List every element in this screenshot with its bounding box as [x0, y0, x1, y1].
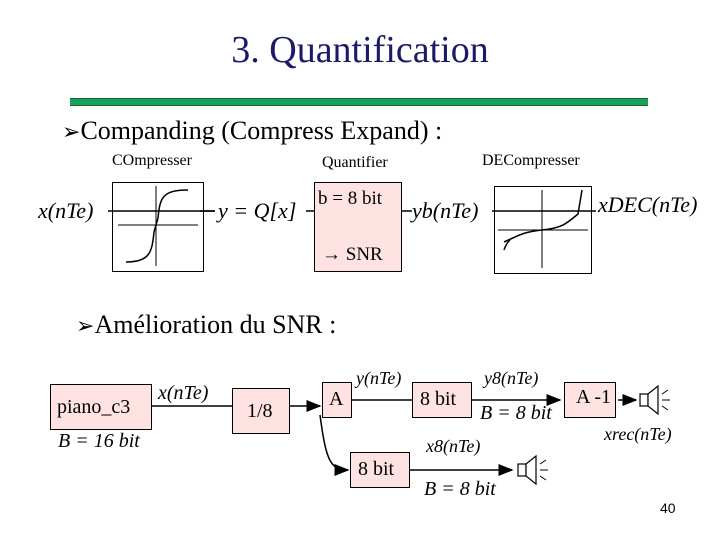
decompressor-label: DECompresser [482, 152, 580, 169]
gain-label: 1/8 [247, 400, 273, 422]
compander-output: y(nTe) [356, 368, 402, 388]
quantizer-top-box [412, 382, 472, 418]
speaker-icon [517, 454, 548, 486]
compander-label: A [329, 388, 344, 410]
bullet-companding: ➢Companding (Compress Expand) : [62, 116, 442, 146]
gain-box [232, 388, 290, 434]
quantized-top-signal: y8(nTe) [484, 368, 539, 388]
arrow-bullet-icon: ➢ [76, 314, 95, 339]
speaker-icon [639, 384, 670, 416]
source-bits: B = 16 bit [58, 430, 140, 452]
source-box [50, 384, 152, 430]
quantizer-bottom-box [350, 452, 410, 488]
compressor-label: COmpresser [112, 152, 192, 169]
quantized-signal: y = Q[x] [218, 198, 297, 223]
quantized-bottom-signal: x8(nTe) [426, 436, 481, 456]
quantized-top-bits: B = 8 bit [480, 402, 552, 424]
slide-title: 3. Quantification [231, 29, 489, 71]
input-signal-2: x(nTe) [158, 382, 209, 404]
compressor-box [112, 182, 204, 272]
expander-box [564, 382, 616, 418]
decompressor-box [494, 186, 592, 274]
quantized-bottom-bits: B = 8 bit [424, 478, 496, 500]
arrow-bullet-icon: ➢ [62, 120, 81, 145]
bullet-snr-text: Amélioration du SNR : [94, 310, 337, 339]
quantifier-label: Quantifier [322, 154, 388, 171]
bullet-companding-text: Companding (Compress Expand) : [80, 116, 443, 145]
compressed-output: yb(nTe) [412, 198, 479, 223]
page-number: 40 [660, 500, 676, 516]
compressor-curve [118, 186, 198, 266]
bullet-snr: ➢Amélioration du SNR : [76, 310, 336, 340]
compander-box [322, 382, 352, 418]
quantizer-bottom-label: 8 bit [358, 458, 395, 480]
decompressor-curve [498, 189, 588, 268]
reconstructed-signal: xrec(nTe) [604, 424, 672, 444]
snr-label: → SNR [322, 244, 383, 265]
source-label: piano_c3 [57, 396, 131, 418]
quantizer-top-label: 8 bit [420, 388, 457, 410]
expander-label: A -1 [576, 386, 611, 408]
title-divider [70, 98, 648, 106]
input-signal: x(nTe) [38, 198, 94, 223]
bits-label: b = 8 bit [318, 188, 383, 209]
decompressed-signal: xDEC(nTe) [598, 192, 698, 217]
quantifier-box [314, 182, 402, 272]
